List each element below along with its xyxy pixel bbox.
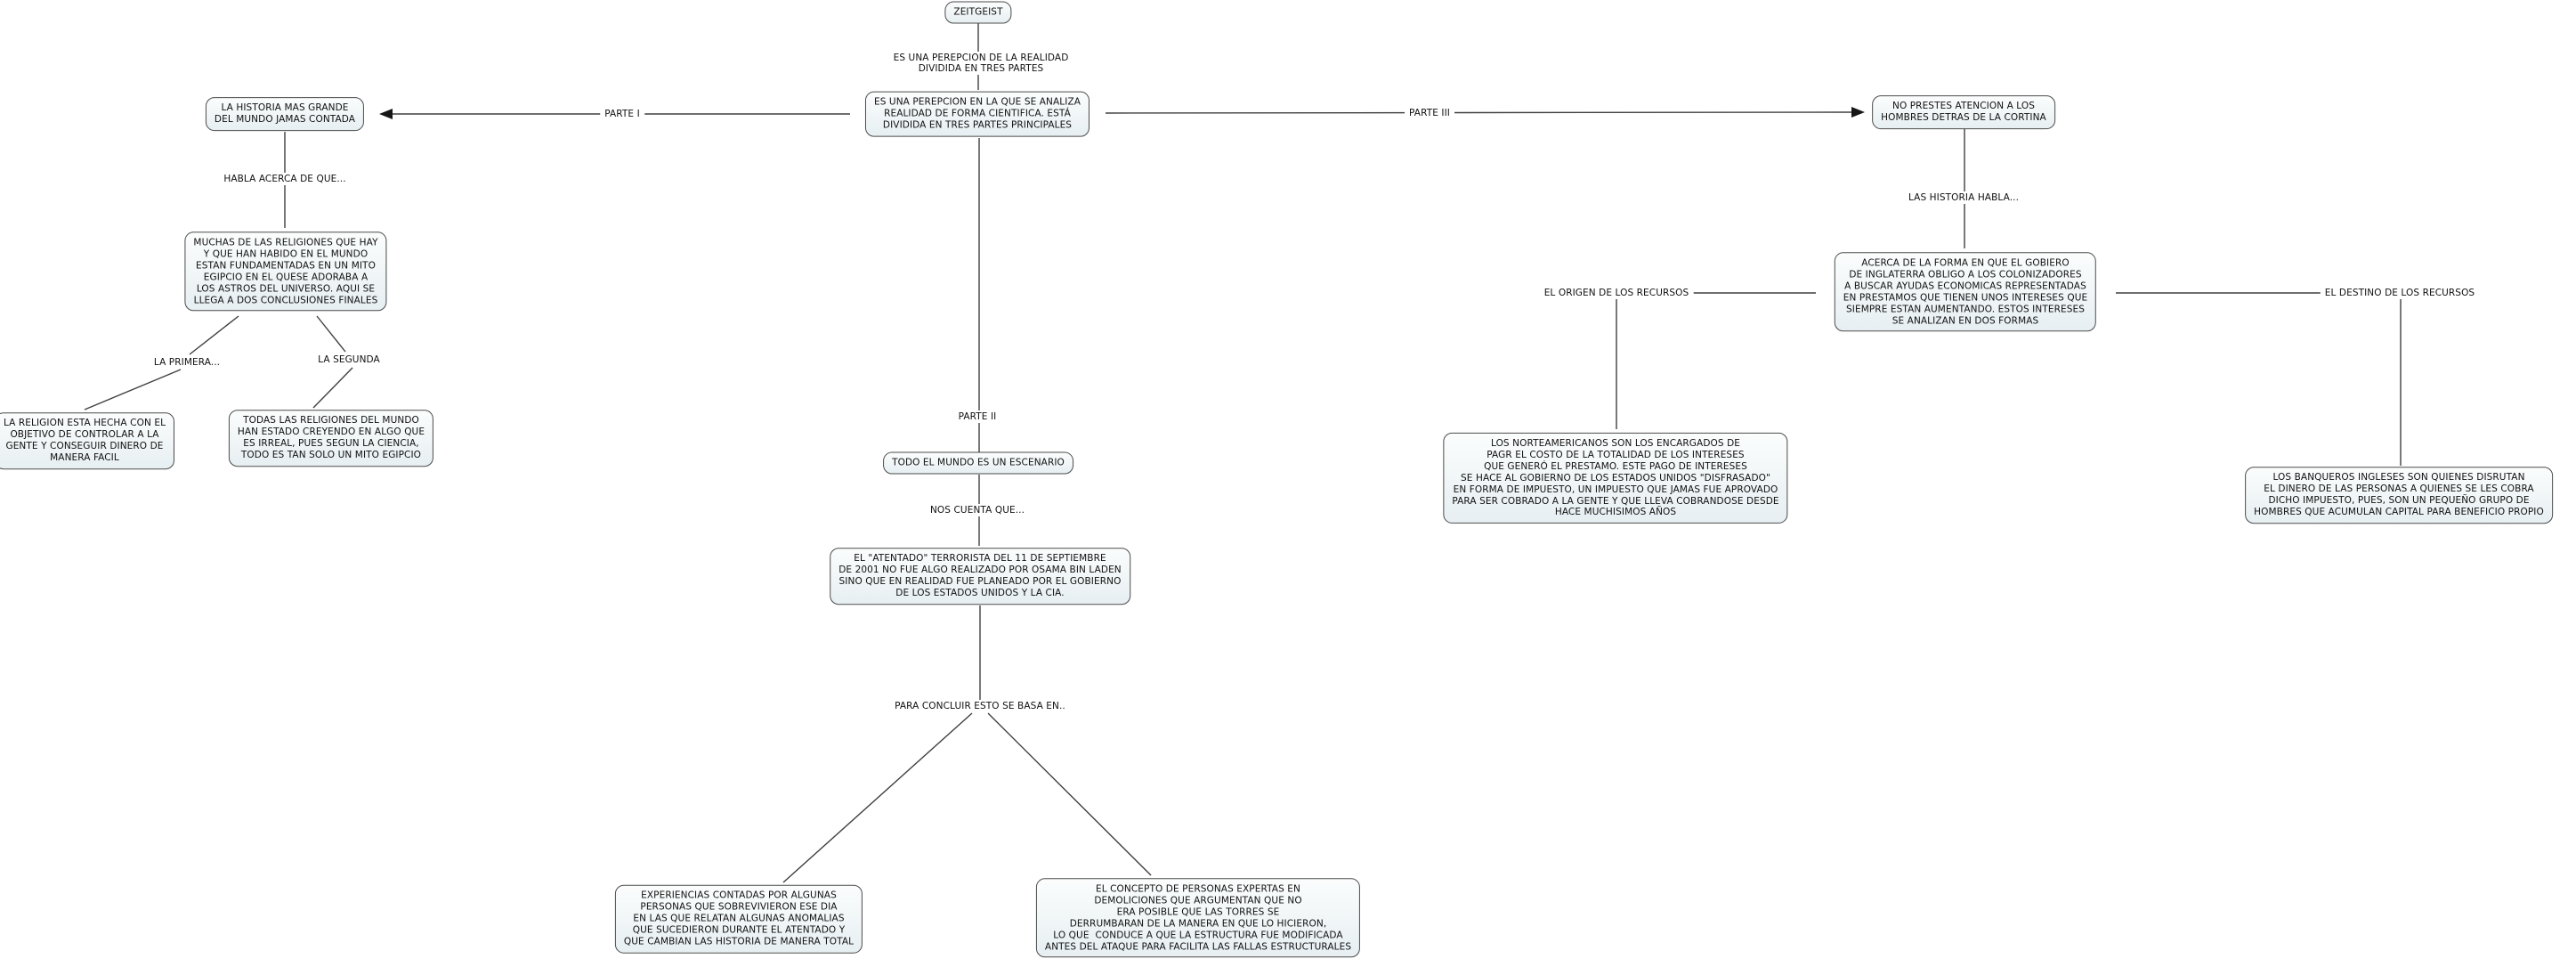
concept-mundo-escenario[interactable]: TODO EL MUNDO ES UN ESCENARIO bbox=[883, 451, 1073, 475]
concept-historia-mas-grande[interactable]: LA HISTORIA MAS GRANDE DEL MUNDO JAMAS C… bbox=[205, 97, 365, 131]
link-line bbox=[189, 315, 239, 355]
linking-phrase-la-segunda[interactable]: LA SEGUNDA bbox=[313, 353, 385, 366]
concept-religiones-irreal[interactable]: TODAS LAS RELIGIONES DEL MUNDO HAN ESTAD… bbox=[228, 410, 434, 467]
linking-phrase-las-historia[interactable]: LAS HISTORIA HABLA... bbox=[1903, 191, 2024, 204]
concept-religiones-mito[interactable]: MUCHAS DE LAS RELIGIONES QUE HAY Y QUE H… bbox=[184, 232, 387, 312]
concept-atentado-911[interactable]: EL "ATENTADO" TERRORISTA DEL 11 DE SEPTI… bbox=[830, 548, 1130, 605]
concept-gobierno-inglaterra[interactable]: ACERCA DE LA FORMA EN QUE EL GOBIERO DE … bbox=[1834, 252, 2097, 332]
concept-religion-control[interactable]: LA RELIGION ESTA HECHA CON EL OBJETIVO D… bbox=[0, 412, 175, 469]
concept-hombres-cortina[interactable]: NO PRESTES ATENCION A LOS HOMBRES DETRAS… bbox=[1872, 95, 2055, 129]
link-line bbox=[312, 367, 353, 409]
concept-norteamericanos[interactable]: LOS NORTEAMERICANOS SON LOS ENCARGADOS D… bbox=[1443, 432, 1788, 524]
linking-phrase-la-primera[interactable]: LA PRIMERA... bbox=[149, 356, 225, 369]
concept-demoliciones[interactable]: EL CONCEPTO DE PERSONAS EXPERTAS EN DEMO… bbox=[1035, 878, 1361, 958]
linking-phrase-nos-cuenta[interactable]: NOS CUENTA QUE... bbox=[925, 504, 1030, 516]
linking-phrase-perception[interactable]: ES UNA PEREPCION DE LA REALIDAD DIVIDIDA… bbox=[888, 52, 1073, 75]
link-line bbox=[987, 712, 1152, 876]
link-line bbox=[1105, 111, 1852, 114]
linking-phrase-origen[interactable]: EL ORIGEN DE LOS RECURSOS bbox=[1539, 287, 1694, 299]
link-line bbox=[316, 315, 346, 353]
linking-phrase-parte-i[interactable]: PARTE I bbox=[600, 108, 644, 120]
linking-phrase-destino[interactable]: EL DESTINO DE LOS RECURSOS bbox=[2320, 287, 2480, 299]
link-line bbox=[1616, 292, 1816, 429]
linking-phrase-habla-acerca[interactable]: HABLA ACERCA DE QUE... bbox=[219, 173, 351, 185]
concept-banqueros-ingleses[interactable]: LOS BANQUEROS INGLESES SON QUIENES DISRU… bbox=[2245, 467, 2553, 524]
linking-phrase-parte-ii[interactable]: PARTE II bbox=[953, 410, 1001, 423]
arrowhead-left-icon bbox=[379, 109, 393, 119]
concept-main-perception[interactable]: ES UNA PEREPCION EN LA QUE SE ANALIZA RE… bbox=[864, 91, 1090, 137]
linking-phrase-parte-iii[interactable]: PARTE III bbox=[1405, 107, 1454, 119]
link-line bbox=[84, 369, 182, 410]
concept-experiencias[interactable]: EXPERIENCIAS CONTADAS POR ALGUNAS PERSON… bbox=[614, 884, 863, 954]
link-line bbox=[782, 712, 973, 883]
linking-phrase-para-concluir[interactable]: PARA CONCLUIR ESTO SE BASA EN.. bbox=[890, 700, 1070, 712]
link-line bbox=[2116, 292, 2402, 466]
concept-zeitgeist[interactable]: ZEITGEIST bbox=[944, 1, 1012, 24]
arrowhead-right-icon bbox=[1851, 107, 1865, 118]
